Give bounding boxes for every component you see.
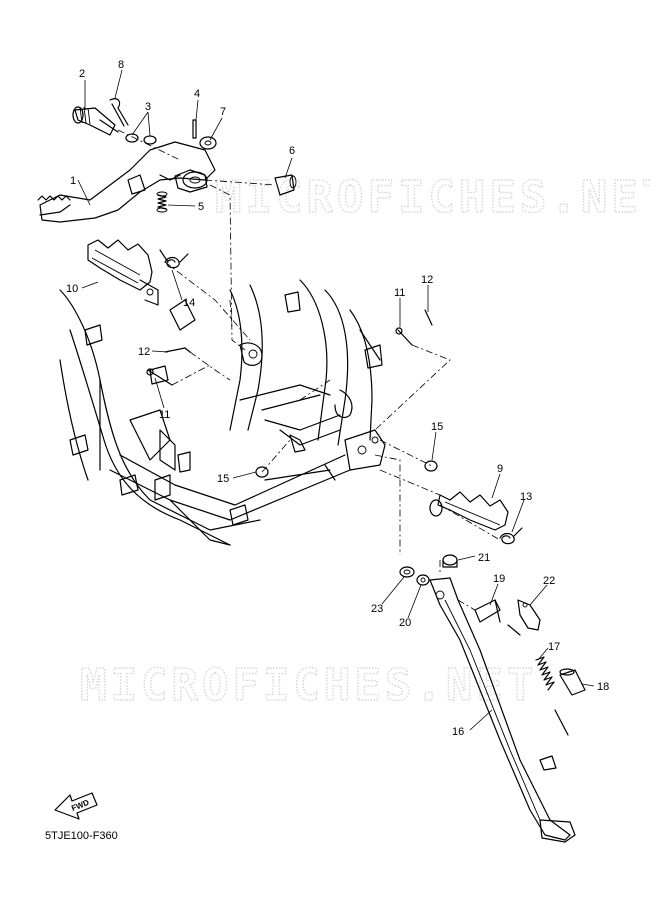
fwd-arrow-icon: FWD [54,792,98,820]
pin-12-right [424,309,433,326]
spring-14 [159,249,189,269]
callout-10: 10 [66,283,78,295]
callout-18: 18 [597,681,609,693]
callout-12b: 12 [138,346,150,358]
collar-21 [442,554,458,568]
callout-11b: 11 [159,409,170,421]
callouts: 1 2 3 4 5 6 7 8 9 10 11 11 12 12 13 14 1… [66,59,609,738]
callout-3: 3 [145,101,151,113]
collar-15-right [424,460,438,472]
leader-lines [77,69,595,731]
diagram-code: 5TJE100-F360 [45,830,118,842]
callout-1: 1 [70,175,76,187]
watermark-bottom: MICROFICHES.NET [80,660,537,711]
callout-9: 9 [497,463,503,475]
spring-17 [507,624,569,736]
callout-19: 19 [493,573,505,585]
callout-22: 22 [543,575,555,587]
callout-20: 20 [399,617,411,629]
callout-15a: 15 [431,421,443,433]
bolt-19 [474,599,501,623]
footrest-9 [429,491,509,531]
callout-14: 14 [183,297,195,309]
pin-12-left [164,347,191,353]
callout-6: 6 [289,145,295,157]
callout-2: 2 [79,68,85,80]
shaft-2 [72,106,119,136]
washer-20 [416,574,430,586]
callout-15b: 15 [217,473,229,485]
frame [59,279,386,546]
callout-23: 23 [371,603,383,615]
callout-4: 4 [194,88,200,100]
washers-3 [125,133,157,145]
callout-12a: 12 [421,274,433,286]
cotter-11-left [146,368,173,386]
assembly-lines [117,129,501,611]
callout-17: 17 [548,641,560,653]
cotter-11-right [395,327,413,346]
spring-5 [156,191,168,213]
footrest-10 [87,239,159,306]
plate-22 [517,599,541,631]
callout-8: 8 [118,59,124,71]
cover-18 [559,668,586,696]
watermark-top: MICROFICHES.NET [215,172,651,223]
callout-5: 5 [198,201,204,213]
callout-11a: 11 [394,287,405,299]
callout-16: 16 [452,726,464,738]
callout-7: 7 [220,106,226,118]
callout-21: 21 [478,552,490,564]
pin-6 [274,174,297,196]
washer-23 [399,566,415,578]
brake-pedal [37,141,216,223]
washer-7 [199,136,217,150]
sidestand-16 [429,577,576,843]
cotter-pin-8 [109,98,129,127]
spring-13 [499,527,523,545]
pin-4 [192,119,197,139]
callout-13: 13 [520,491,532,503]
